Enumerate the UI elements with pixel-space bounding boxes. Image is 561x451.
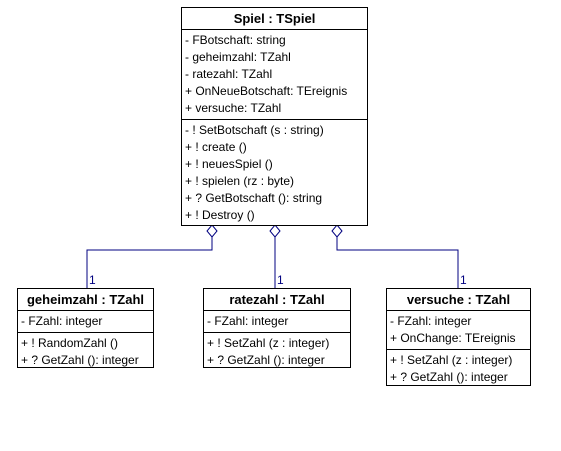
operations-section: + ! SetZahl (z : integer) + ? GetZahl ()… xyxy=(204,333,350,371)
aggregation-diamond-versuche xyxy=(331,224,343,238)
operation: + ? GetZahl (): integer xyxy=(207,353,325,367)
attribute: - FZahl: integer xyxy=(390,314,472,328)
attributes-section: - FBotschaft: string - geheimzahl: TZahl… xyxy=(182,30,367,120)
class-title: geheimzahl : TZahl xyxy=(18,289,153,311)
operation: + ? GetZahl (): integer xyxy=(390,370,508,384)
class-title: ratezahl : TZahl xyxy=(204,289,350,311)
attribute: - ratezahl: TZahl xyxy=(185,67,273,81)
class-title: versuche : TZahl xyxy=(387,289,530,311)
operations-section: + ! RandomZahl () + ? GetZahl (): intege… xyxy=(18,333,153,371)
operation: + ! RandomZahl () xyxy=(21,336,119,350)
class-spiel[interactable]: Spiel : TSpiel - FBotschaft: string - ge… xyxy=(181,7,368,226)
class-versuche[interactable]: versuche : TZahl - FZahl: integer + OnCh… xyxy=(386,288,531,386)
attributes-section: - FZahl: integer xyxy=(204,311,350,333)
attribute: - geheimzahl: TZahl xyxy=(185,50,291,64)
attribute: - FZahl: integer xyxy=(21,314,103,328)
attributes-section: - FZahl: integer + OnChange: TEreignis xyxy=(387,311,530,350)
multiplicity-geheimzahl: 1 xyxy=(89,273,96,287)
multiplicity-versuche: 1 xyxy=(460,273,467,287)
aggregation-line-versuche xyxy=(336,237,459,289)
operation: + ! SetZahl (z : integer) xyxy=(390,353,513,367)
operation: + ! SetZahl (z : integer) xyxy=(207,336,330,350)
attribute: + OnNeueBotschaft: TEreignis xyxy=(185,84,348,98)
operation: + ? GetZahl (): integer xyxy=(21,353,139,367)
class-geheimzahl[interactable]: geheimzahl : TZahl - FZahl: integer + ! … xyxy=(17,288,154,368)
aggregation-diamond-geheimzahl xyxy=(206,224,218,238)
aggregation-line-geheimzahl xyxy=(86,237,213,289)
class-ratezahl[interactable]: ratezahl : TZahl - FZahl: integer + ! Se… xyxy=(203,288,351,368)
attribute: - FBotschaft: string xyxy=(185,33,286,47)
operation: + ! create () xyxy=(185,140,247,154)
class-title: Spiel : TSpiel xyxy=(182,8,367,30)
operations-section: - ! SetBotschaft (s : string) + ! create… xyxy=(182,120,367,226)
attributes-section: - FZahl: integer xyxy=(18,311,153,333)
operation: + ! neuesSpiel () xyxy=(185,157,273,171)
attribute: - FZahl: integer xyxy=(207,314,289,328)
operations-section: + ! SetZahl (z : integer) + ? GetZahl ()… xyxy=(387,350,530,388)
multiplicity-ratezahl: 1 xyxy=(277,273,284,287)
operation: - ! SetBotschaft (s : string) xyxy=(185,123,324,137)
operation: + ? GetBotschaft (): string xyxy=(185,191,323,205)
attribute: + OnChange: TEreignis xyxy=(390,331,516,345)
operation: + ! Destroy () xyxy=(185,208,255,222)
operation: + ! spielen (rz : byte) xyxy=(185,174,295,188)
attribute: + versuche: TZahl xyxy=(185,101,282,115)
aggregation-diamond-ratezahl xyxy=(269,224,281,238)
